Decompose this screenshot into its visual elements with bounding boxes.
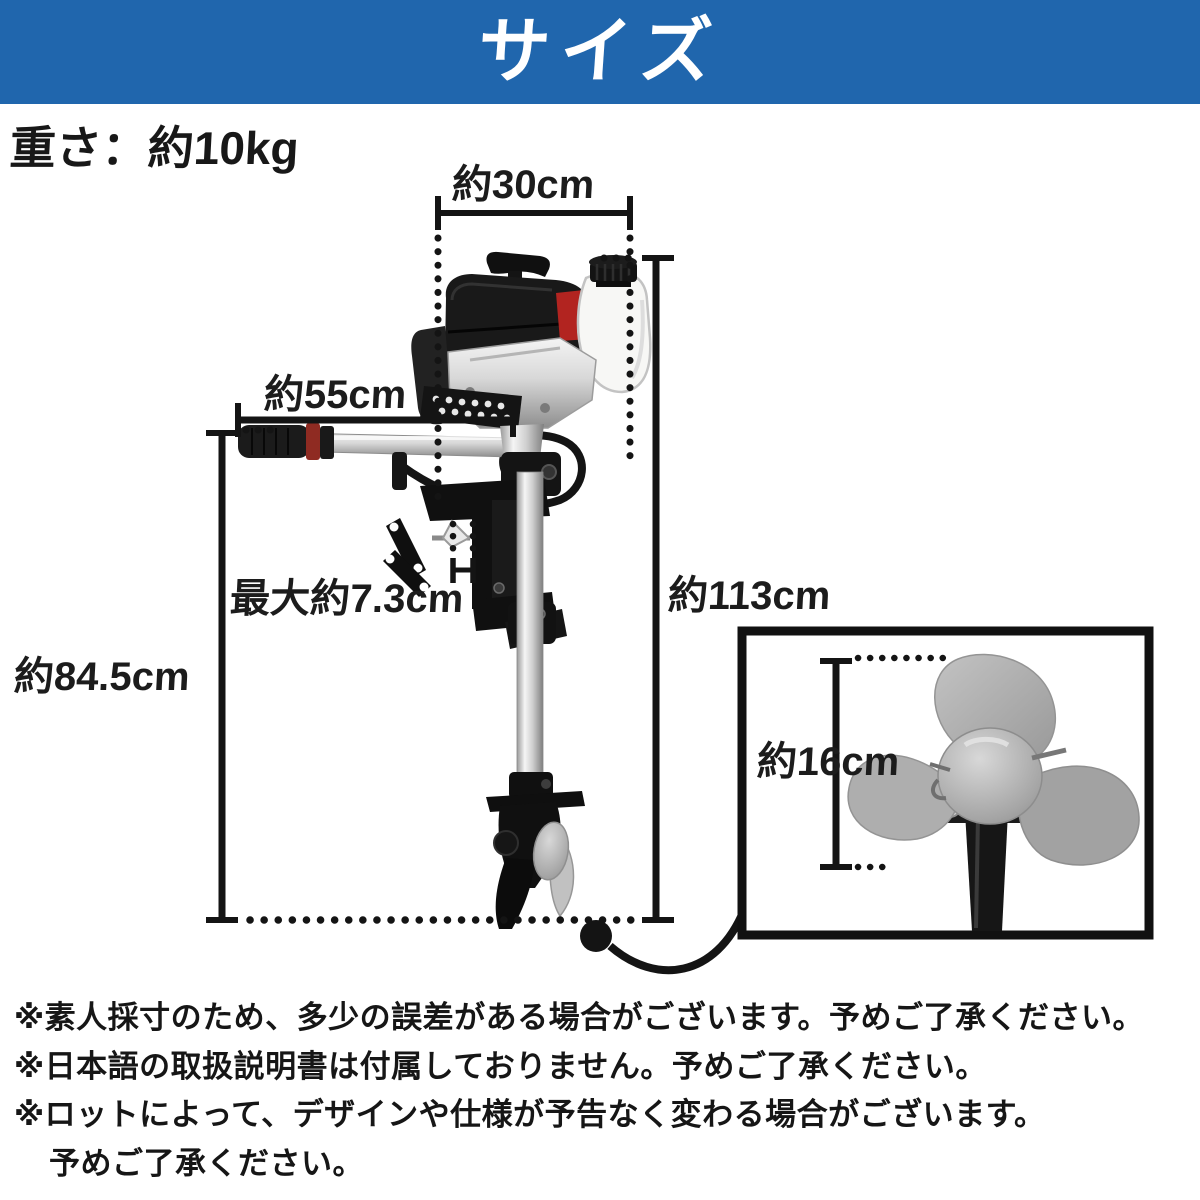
propeller-hub: [937, 727, 1043, 825]
dimension-113cm-lines: [600, 254, 674, 923]
note-measurement-disclaimer: ※素人採寸のため、多少の誤差がある場合がございます。予めご了承ください。: [14, 1000, 1145, 1035]
note-manual-disclaimer: ※日本語の取扱説明書は付属しておりません。予めご了承ください。: [14, 1048, 987, 1084]
dimension-73cm-lines: [449, 520, 477, 583]
header-banner: サイズ: [0, 0, 1200, 104]
dimension-845cm-lines: [206, 426, 278, 923]
outboard-motor-illustration: [238, 251, 652, 929]
lower-unit: [486, 772, 585, 929]
grip-red-ring: [306, 423, 320, 460]
dimension-label-shaft-height: 約84.5cm: [12, 655, 191, 699]
dimension-label-total-height: 約113cm: [666, 574, 832, 618]
propeller-callout: [580, 908, 748, 975]
dimension-lines: [206, 196, 674, 924]
tiller-grip: [238, 425, 310, 458]
drive-shaft: [516, 471, 544, 791]
dimension-label-engine-width: 約30cm: [450, 163, 596, 207]
starter-handle: [486, 251, 550, 277]
note-design-change-cont: 予めご了承ください。: [49, 1145, 364, 1181]
dimension-16cm-lines: [820, 654, 956, 871]
notes-section: ※素人採寸のため、多少の誤差がある場合がございます。予めご了承ください。 ※日本…: [14, 994, 1194, 1188]
throttle-lever: [392, 452, 407, 490]
note-design-change: ※ロットによって、デザインや仕様が予告なく変わる場合がございます。: [14, 1097, 1046, 1132]
dimension-label-clamp-opening: 最大約7.3cm: [228, 577, 465, 621]
dimension-label-handle-length: 約55cm: [262, 373, 408, 417]
dimension-30cm-lines: [434, 196, 634, 504]
propeller-blade-right: [1017, 765, 1140, 866]
propeller-inset: [737, 626, 1154, 940]
dimension-label-propeller-diameter: 約16cm: [755, 740, 901, 784]
